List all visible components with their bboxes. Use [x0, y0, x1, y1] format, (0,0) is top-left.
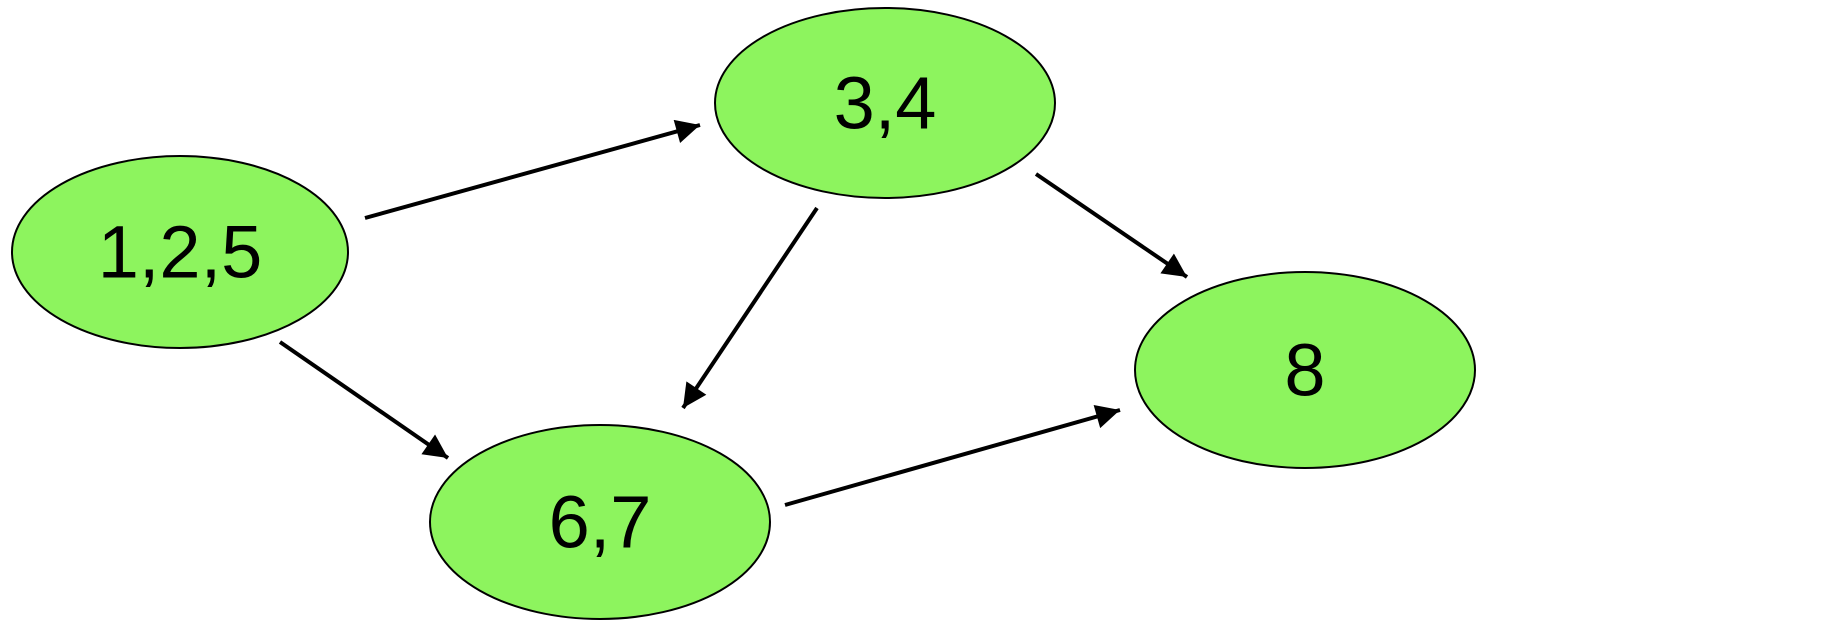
- edge-arrow-3-4-to-8: [1034, 172, 1189, 279]
- node-ellipse-1-2-5: [11, 155, 349, 349]
- edge-arrow-1-2-5-to-6-7: [278, 340, 450, 460]
- node-ellipse-8: [1134, 271, 1476, 469]
- graph-node-6-7: 6,7: [429, 424, 771, 620]
- edge-arrow-1-2-5-to-3-4: [364, 119, 701, 220]
- node-label-6-7: 6,7: [549, 481, 652, 564]
- node-label-8: 8: [1284, 329, 1325, 412]
- graph-node-1-2-5: 1,2,5: [11, 155, 349, 349]
- node-label-3-4: 3,4: [834, 62, 937, 145]
- graph-node-8: 8: [1134, 271, 1476, 469]
- edge-arrow-3-4-to-6-7: [681, 206, 819, 410]
- edge-arrow-6-7-to-8: [784, 405, 1121, 507]
- node-ellipse-3-4: [714, 7, 1056, 199]
- graph-node-3-4: 3,4: [714, 7, 1056, 199]
- node-ellipse-6-7: [429, 424, 771, 620]
- node-label-1-2-5: 1,2,5: [98, 211, 263, 294]
